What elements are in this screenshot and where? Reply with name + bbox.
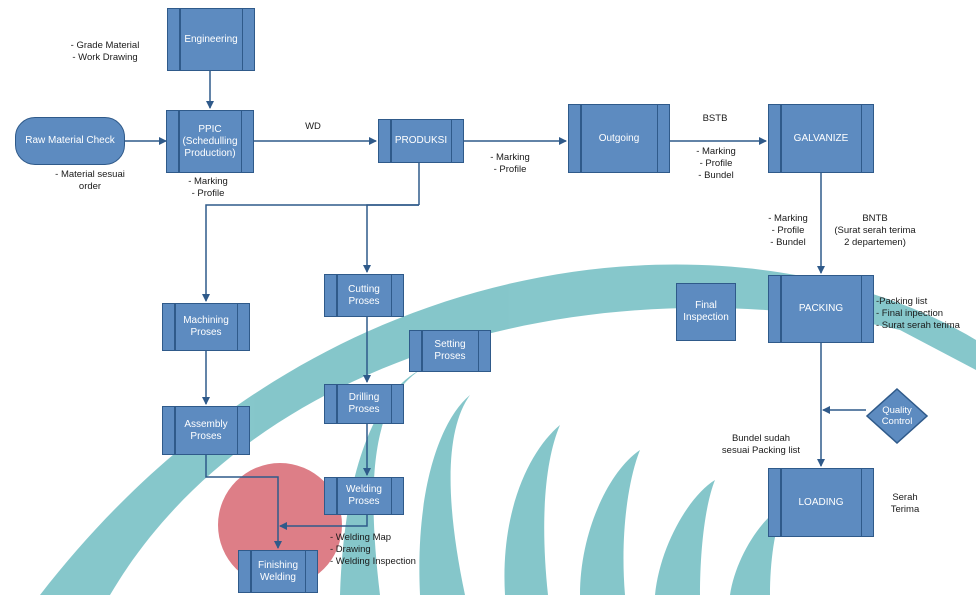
engineering-node: Engineering [167,8,255,71]
quality-control-label: Quality Control [881,405,913,427]
produksi-marking-label: - Marking - Profile [490,152,530,175]
bundel-sudah-label: Bundel sudah sesuai Packing list [721,433,801,456]
quality-control-diamond [866,388,928,444]
packing-list-label: -Packing list - Final inpection - Surat … [876,296,960,331]
serah-terima-label: Serah Terima [890,492,920,515]
arrows [125,71,866,549]
outgoing-marking-label: - Marking - Profile - Bundel [696,146,736,181]
galvanize-marking-label: - Marking - Profile - Bundel [768,213,808,248]
bntb-label: BNTB (Surat serah terima 2 departemen) [834,213,916,248]
drilling-proses-node: Drilling Proses [324,384,404,424]
ppic-marking-label: - Marking - Profile [188,176,228,199]
galvanize-node: GALVANIZE [768,104,874,173]
raw-material-check-node: Raw Material Check [15,117,125,165]
cutting-proses-node: Cutting Proses [324,274,404,317]
packing-node: PACKING [768,275,874,343]
quality-control-node: Quality Control [866,388,928,444]
bstb-label: BSTB [702,113,728,124]
welding-proses-node: Welding Proses [324,477,404,515]
produksi-node: PRODUKSI [378,119,464,163]
finishing-welding-node: Finishing Welding [238,550,318,593]
wd-label: WD [305,121,321,132]
outgoing-node: Outgoing [568,104,670,173]
ppic-node: PPIC (Schedulling Production) [166,110,254,173]
welding-map-label: - Welding Map - Drawing - Welding Inspec… [330,532,416,567]
grade-material-label: - Grade Material - Work Drawing [70,40,140,63]
setting-proses-node: Setting Proses [409,330,491,372]
machining-proses-node: Machining Proses [162,303,250,351]
final-inspection-node: Final Inspection [676,283,736,341]
material-sesuai-label: - Material sesuai order [55,169,125,192]
loading-node: LOADING [768,468,874,537]
assembly-proses-node: Assembly Proses [162,406,250,455]
